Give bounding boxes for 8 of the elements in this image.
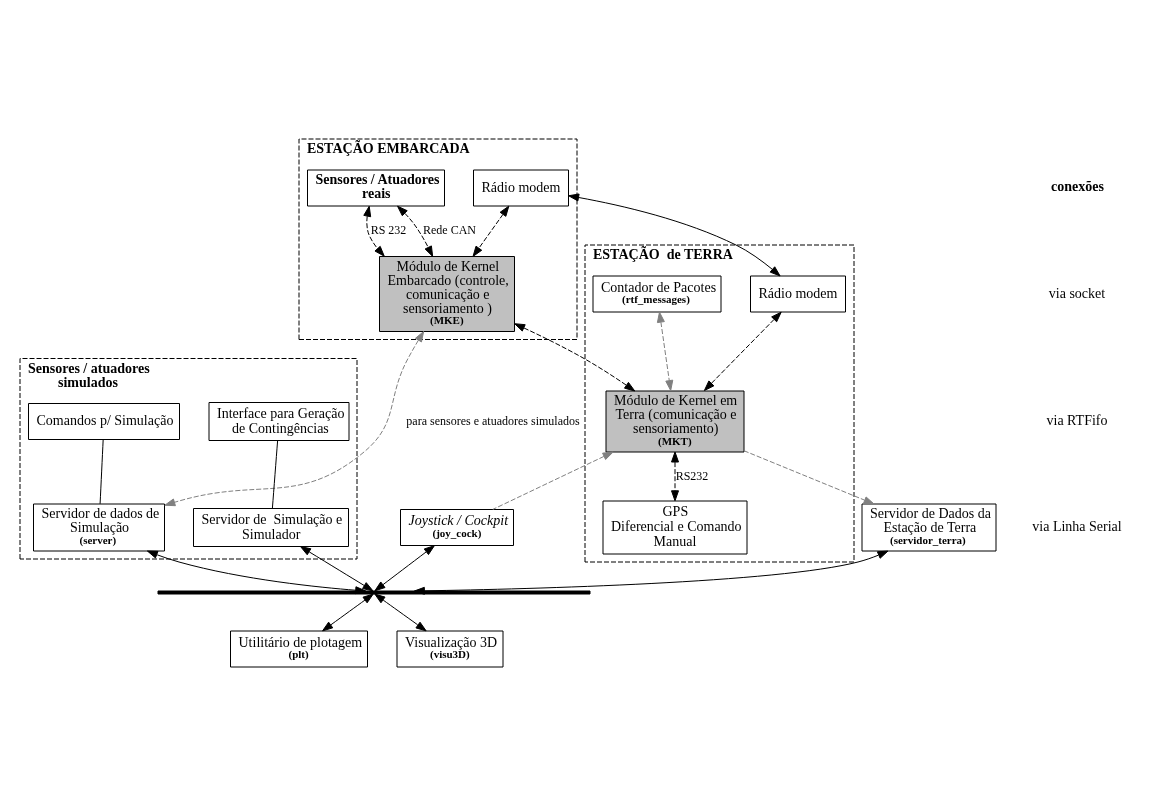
edge-label: para sensores e atuadores simulados: [406, 413, 580, 428]
edge-label: Rede CAN: [423, 222, 476, 237]
edge-label: RS 232: [370, 222, 407, 237]
label: conexões: [1051, 178, 1104, 194]
legend-label: via socket: [1048, 285, 1106, 301]
legend-label: via RTFifo: [1046, 412, 1108, 428]
edge-label: RS232: [675, 468, 709, 483]
legend-label: via Linha Serial: [1032, 518, 1122, 534]
